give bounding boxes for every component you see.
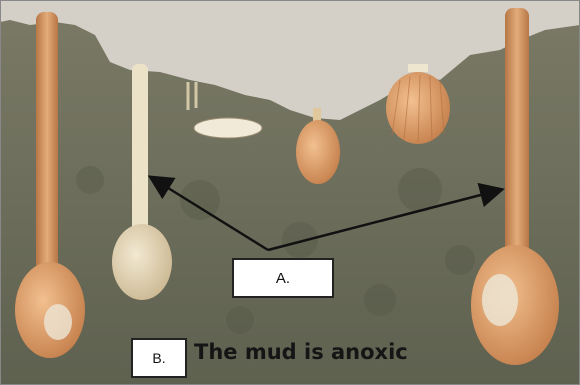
label-a: A.	[232, 258, 334, 298]
anoxic-mud-caption: The mud is anoxic	[194, 340, 408, 364]
pale-clam-shell	[112, 224, 172, 300]
right-siphon	[505, 8, 529, 268]
label-b: B.	[131, 338, 187, 378]
tellin-shell	[194, 118, 262, 138]
pale-siphon	[132, 64, 148, 234]
middle-clam-shell	[296, 120, 340, 184]
left-siphon	[36, 12, 58, 272]
